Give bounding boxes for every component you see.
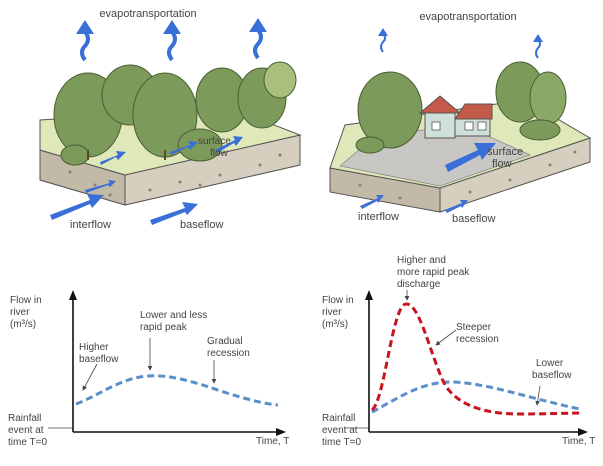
urban-steeper-recession-label: Steeper recession [456,322,499,345]
forest-lower-peak-label: Lower and less rapid peak [140,310,210,333]
urban-evapotranspiration-arrows [380,33,541,59]
urban-hydrograph [344,290,588,436]
forest-trees [53,61,297,166]
forest-higher-baseflow-label: Higher baseflow [79,342,119,365]
forest-y-label: Flow in river (m³/s) [10,295,44,330]
forest-x-label: Time, T [256,436,289,447]
forest-evapotranspiration-label: evapotransportation [99,8,196,20]
forest-gradual-recession-label: Gradual recession [207,336,250,359]
urban-flow-curve [370,302,583,416]
forest-evapotranspiration-arrows [80,28,263,62]
forest-rainfall-label: Rainfall event at time T=0 [8,413,47,448]
urban-flow-arrows [360,143,496,213]
forest-flow-curve [75,374,279,407]
urban-higher-peak-label: Higher and more rapid peak discharge [397,255,472,290]
forest-flow-arrows [50,136,243,225]
urban-surface-flow-label: surface flow [487,146,526,170]
urban-baseflow-label: baseflow [452,213,495,225]
urban-landscape-illustration [329,28,592,213]
urban-y-label: Flow in river (m³/s) [322,295,356,330]
forest-hydrograph [48,290,286,436]
urban-evapotranspiration-label: evapotransportation [419,11,516,23]
urban-trees [355,61,567,154]
urban-x-label: Time, T [562,436,595,447]
forest-landscape-illustration [39,18,302,225]
urban-rainfall-label: Rainfall event at time T=0 [322,413,361,448]
forest-surface-flow-label: surface flow [198,136,234,159]
urban-interflow-label: interflow [358,211,399,223]
urban-lower-baseflow-label: Lower baseflow [532,358,572,381]
urban-comparison-curve [371,380,581,414]
forest-baseflow-label: baseflow [180,219,223,231]
house-icon [418,95,493,139]
forest-interflow-label: interflow [70,219,111,231]
